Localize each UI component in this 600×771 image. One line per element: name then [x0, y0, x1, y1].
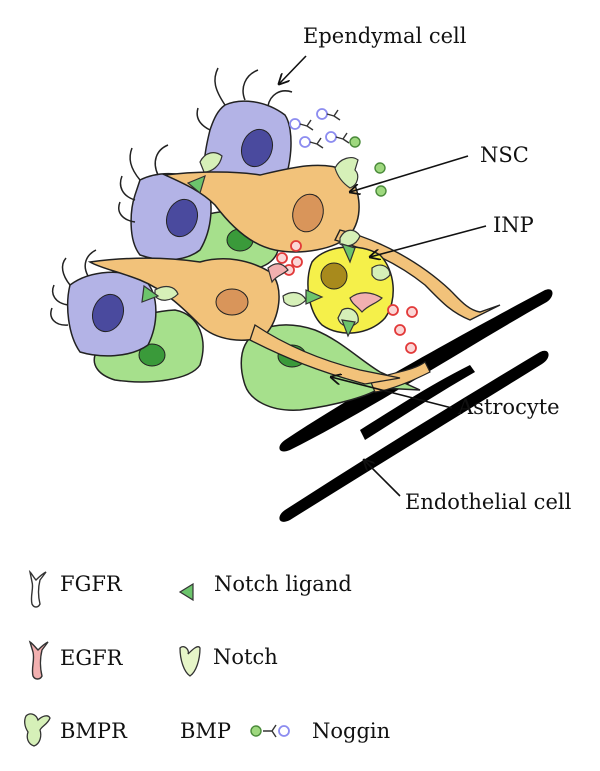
- label-inp: INP: [493, 213, 534, 237]
- label-astrocyte: Astrocyte: [457, 395, 560, 419]
- label-nsc: NSC: [480, 143, 529, 167]
- noggin-bond-icon: [263, 724, 277, 738]
- egf-ligands: [276, 240, 418, 354]
- noggin-icon: [278, 725, 290, 737]
- legend-egfr: EGFR: [60, 646, 124, 670]
- egfr-icon: [28, 640, 49, 680]
- legend-notch-ligand: Notch ligand: [214, 572, 352, 596]
- label-pointers: [279, 55, 487, 497]
- fgfr-icon: [28, 569, 47, 608]
- legend-bmpr: BMPR: [60, 719, 128, 743]
- notch-ligand-icon: [178, 582, 194, 602]
- legend-fgfr: FGFR: [60, 572, 123, 596]
- egfr-receptors: [267, 263, 383, 313]
- bmp-icon: [250, 725, 262, 737]
- label-ependymal-cell: Ependymal cell: [303, 24, 467, 48]
- legend-bmp: BMP: [180, 719, 231, 743]
- legend-noggin: Noggin: [312, 719, 390, 743]
- bmpr-receptors: [334, 157, 359, 189]
- notch-icon: [179, 646, 201, 677]
- legend-notch: Notch: [213, 645, 278, 669]
- legend: FGFR Notch ligand EGFR Notch BMPR BMP No…: [24, 569, 390, 747]
- label-endothelial-cell: Endothelial cell: [405, 490, 572, 514]
- notch-signaling: [141, 152, 391, 338]
- bmp-noggin-molecules: [289, 108, 387, 197]
- bmpr-icon: [24, 713, 51, 747]
